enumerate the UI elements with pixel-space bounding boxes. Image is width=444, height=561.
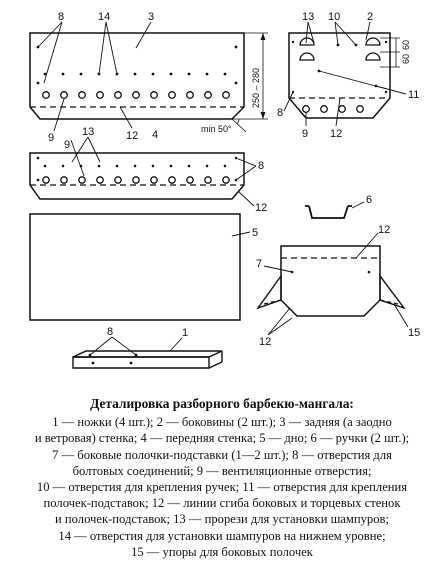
callout-1: 1: [182, 327, 188, 339]
caption-line: болтовых соединений; 9 — вентиляционные …: [72, 463, 372, 478]
caption-title: Деталировка разборного барбекю-мангала:: [90, 396, 354, 411]
caption-line: 10 — отверстия для крепления ручек; 11 —…: [36, 480, 408, 495]
dimension-cutout-offset: 60: [401, 54, 411, 64]
callout-12-shelf-bottom: 12: [259, 336, 271, 348]
barbecue-parts-drawing: 8 14 3 13 10 2 11 8 9 12 9 12 13 9 4 8 1…: [29, 11, 420, 369]
min-angle-mark: [231, 118, 247, 133]
callout-13-front-wall: 13: [82, 126, 94, 138]
callout-13-side-wall: 13: [302, 11, 314, 23]
side-wall-skewer-slots: [299, 37, 381, 61]
dimension-cutout-height: 60: [401, 40, 411, 50]
callout-12-shelf-top: 12: [378, 224, 390, 236]
side-shelf-holes: [290, 270, 371, 274]
bottom-part: [29, 213, 251, 321]
caption-line: 14 — отверстия для установки шампуров на…: [58, 528, 386, 543]
side-shelf-leaders: [263, 232, 409, 336]
callout-12-side-wall: 12: [330, 128, 342, 140]
caption-line: полочек-подставок; 12 — линии сгиба боко…: [43, 496, 401, 511]
callout-6: 6: [366, 194, 372, 206]
callout-12-back-wall: 12: [126, 130, 138, 142]
front-wall-part: [29, 136, 257, 207]
side-wall-vent-holes: [302, 105, 364, 113]
back-wall-vent-holes: [42, 91, 230, 99]
front-wall-small-holes: [36, 156, 238, 182]
callout-8-side-wall: 8: [277, 107, 283, 119]
caption-line: и полочек-подставок; 13 — прорези для ус…: [55, 512, 389, 527]
callout-9-back-wall: 9: [48, 132, 54, 144]
callout-5: 5: [252, 227, 258, 239]
callout-2: 2: [367, 11, 373, 23]
side-wall-dimension: [380, 37, 400, 68]
side-wall-part: [283, 21, 407, 127]
handle-part: [305, 201, 365, 219]
callout-4: 4: [152, 129, 158, 141]
callout-10: 10: [328, 11, 340, 23]
callout-9-front-wall: 9: [64, 139, 70, 151]
callout-8-leg: 8: [107, 326, 113, 338]
callout-12-front-wall: 12: [255, 202, 267, 214]
front-wall-leaders: [70, 136, 257, 207]
callout-9-side-wall: 9: [302, 128, 308, 140]
callout-8-front-wall: 8: [258, 160, 264, 172]
caption-line: 15 — упоры для боковых полочек: [131, 544, 313, 559]
callout-15: 15: [408, 327, 420, 339]
callout-8-back-wall: 8: [58, 11, 64, 23]
back-wall-skewer-holes: [43, 72, 227, 76]
leg-leaders: [89, 336, 183, 356]
dimension-height-range: 250 – 280: [251, 68, 261, 108]
leg-part: [72, 336, 223, 369]
callout-7: 7: [256, 258, 262, 270]
caption-line: и ветровая) стенка; 4 — передняя стенка;…: [34, 431, 410, 446]
side-wall-leaders: [283, 21, 407, 127]
back-wall-leaders: [37, 21, 152, 132]
callout-11: 11: [408, 89, 419, 101]
callout-3: 3: [148, 11, 154, 23]
dimension-min-angle: min 50°: [201, 124, 232, 134]
back-wall-bolt-holes: [36, 45, 238, 85]
leg-bolt-holes: [88, 353, 138, 365]
side-shelf-part: [256, 232, 409, 336]
caption-line: 7 — боковые полочки-подставки (1—2 шт.);…: [52, 447, 392, 462]
callout-14: 14: [98, 11, 110, 23]
back-wall-part: [29, 21, 268, 133]
caption-line: 1 — ножки (4 шт.); 2 — боковины (2 шт.);…: [52, 415, 392, 430]
front-wall-vent-holes: [42, 176, 230, 184]
back-wall-height-dimension: [232, 32, 268, 120]
caption: Деталировка разборного барбекю-мангала: …: [4, 396, 440, 560]
